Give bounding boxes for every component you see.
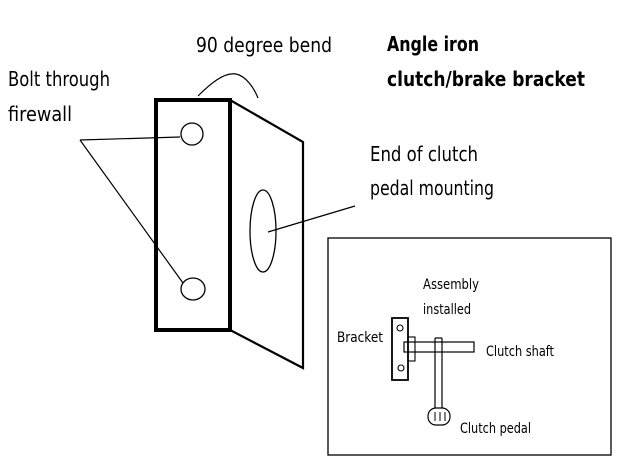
end-label-line1: End of clutch (370, 142, 478, 166)
inset-clutch-shaft-label: Clutch shaft (486, 344, 554, 360)
title-line2: clutch/brake bracket (387, 67, 585, 91)
inset-assembly-label-line1: Assembly (423, 277, 479, 293)
bolt-pointer-lower (79, 139, 184, 284)
inset-bolt-upper (396, 324, 404, 332)
inset-frame (327, 237, 612, 456)
bolt-label-line2: firewall (8, 102, 72, 126)
pedal-mount-pointer (267, 205, 356, 233)
inset-bolt-lower (397, 364, 405, 372)
bend-indicator (197, 73, 259, 99)
end-label-line2: pedal mounting (370, 176, 494, 200)
inset-clutch-shaft (403, 341, 475, 353)
inset-pedal-pad (427, 407, 451, 426)
bolt-label-line1: Bolt through (8, 67, 110, 91)
upper-bolt-hole (180, 122, 204, 146)
bend-label: 90 degree bend (196, 33, 332, 57)
bolt-pointer-upper (79, 136, 181, 141)
inset-assembly: Assembly installed Bracket Clutch shaft … (327, 237, 612, 456)
pedal-mount-hole (249, 189, 277, 273)
inset-bracket-flange (407, 336, 416, 362)
bracket-front-face (154, 98, 232, 332)
lower-bolt-hole (180, 277, 206, 301)
inset-bracket-label: Bracket (337, 330, 383, 346)
inset-clutch-pedal-label: Clutch pedal (460, 421, 531, 437)
inset-assembly-label-line2: installed (423, 302, 471, 318)
bracket-side-face (228, 98, 305, 370)
title-line1: Angle iron (387, 32, 479, 56)
